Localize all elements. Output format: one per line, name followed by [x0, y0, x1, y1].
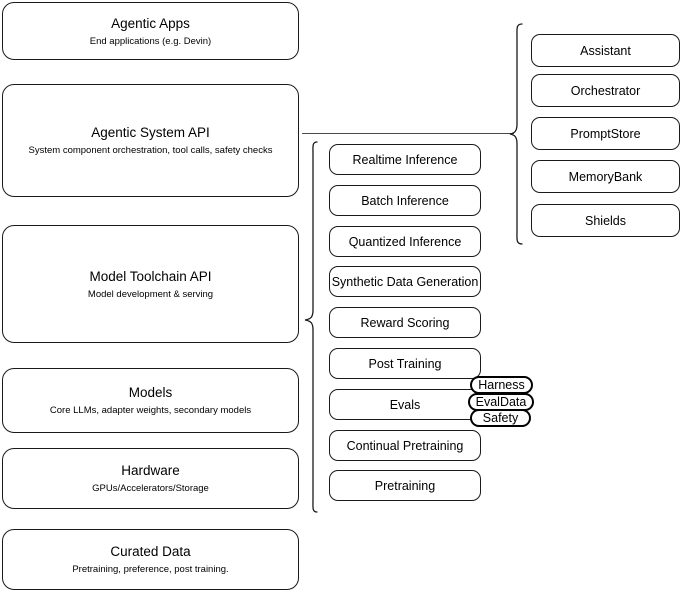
stack-layer-title: Models — [128, 385, 173, 400]
toolchain-capability-pretraining[interactable]: Pretraining — [329, 470, 481, 501]
stack-layer-hardware[interactable]: Hardware GPUs/Accelerators/Storage — [2, 448, 299, 509]
brace-toolchain-capabilities — [303, 138, 319, 520]
system-component-promptstore[interactable]: PromptStore — [531, 117, 680, 150]
system-component-orchestrator[interactable]: Orchestrator — [531, 74, 680, 107]
toolchain-capability-label: Continual Pretraining — [346, 438, 464, 453]
stack-layer-description: Pretraining, preference, post training. — [72, 564, 229, 575]
toolchain-capability-label: Evals — [389, 397, 421, 412]
stack-layer-title: Agentic Apps — [111, 15, 190, 31]
toolchain-capability-reward-scoring[interactable]: Reward Scoring — [329, 307, 481, 338]
toolchain-capability-realtime-inference[interactable]: Realtime Inference — [329, 144, 481, 175]
stack-layer-agentic-system-api[interactable]: Agentic System API System component orch… — [2, 84, 299, 197]
toolchain-capability-label: Realtime Inference — [352, 152, 458, 167]
toolchain-capability-label: Synthetic Data Generation — [331, 274, 479, 289]
toolchain-capability-label: Post Training — [368, 356, 442, 371]
toolchain-capability-label: Quantized Inference — [348, 234, 462, 249]
stack-layer-description: End applications (e.g. Devin) — [89, 35, 212, 47]
system-component-label: PromptStore — [570, 126, 641, 141]
stack-layer-title: Agentic System API — [91, 125, 210, 140]
toolchain-capability-label: Batch Inference — [361, 193, 449, 208]
system-component-memorybank[interactable]: MemoryBank — [531, 160, 680, 193]
stack-layer-description: Core LLMs, adapter weights, secondary mo… — [49, 405, 252, 416]
eval-subcomponent-label: Safety — [482, 411, 519, 425]
stack-layer-curated-data[interactable]: Curated Data Pretraining, preference, po… — [2, 529, 299, 590]
toolchain-capability-label: Reward Scoring — [360, 315, 450, 330]
stack-layer-agentic-apps[interactable]: Agentic Apps End applications (e.g. Devi… — [2, 2, 299, 60]
eval-subcomponent-label: EvalData — [475, 395, 527, 409]
system-component-label: Assistant — [580, 43, 631, 58]
stack-layer-model-toolchain-api[interactable]: Model Toolchain API Model development & … — [2, 225, 299, 343]
system-component-shields[interactable]: Shields — [531, 204, 680, 237]
stack-layer-title: Hardware — [121, 463, 180, 478]
eval-subcomponent-safety[interactable]: Safety — [470, 409, 531, 427]
stack-layer-models[interactable]: Models Core LLMs, adapter weights, secon… — [2, 368, 299, 433]
toolchain-capability-label: Pretraining — [374, 478, 436, 493]
system-component-label: MemoryBank — [568, 169, 643, 184]
connector-system-api-to-components — [302, 133, 514, 134]
system-component-label: Orchestrator — [570, 83, 641, 98]
toolchain-capability-post-training[interactable]: Post Training — [329, 348, 481, 379]
eval-subcomponent-label: Harness — [478, 378, 525, 392]
stack-layer-description: GPUs/Accelerators/Storage — [92, 483, 209, 494]
toolchain-capability-evals[interactable]: Evals — [329, 389, 481, 420]
toolchain-capability-synthetic-data-generation[interactable]: Synthetic Data Generation — [329, 266, 481, 297]
stack-layer-description: Model development & serving — [87, 288, 214, 300]
stack-layer-title: Model Toolchain API — [89, 268, 212, 284]
toolchain-capability-continual-pretraining[interactable]: Continual Pretraining — [329, 430, 481, 461]
toolchain-capability-quantized-inference[interactable]: Quantized Inference — [329, 226, 481, 257]
stack-layer-title: Curated Data — [110, 544, 191, 559]
system-component-assistant[interactable]: Assistant — [531, 34, 680, 67]
stack-layer-description: System component orchestration, tool cal… — [28, 145, 273, 156]
eval-subcomponent-harness[interactable]: Harness — [470, 376, 533, 394]
system-component-label: Shields — [585, 213, 626, 228]
brace-system-components — [508, 20, 524, 250]
toolchain-capability-batch-inference[interactable]: Batch Inference — [329, 185, 481, 216]
